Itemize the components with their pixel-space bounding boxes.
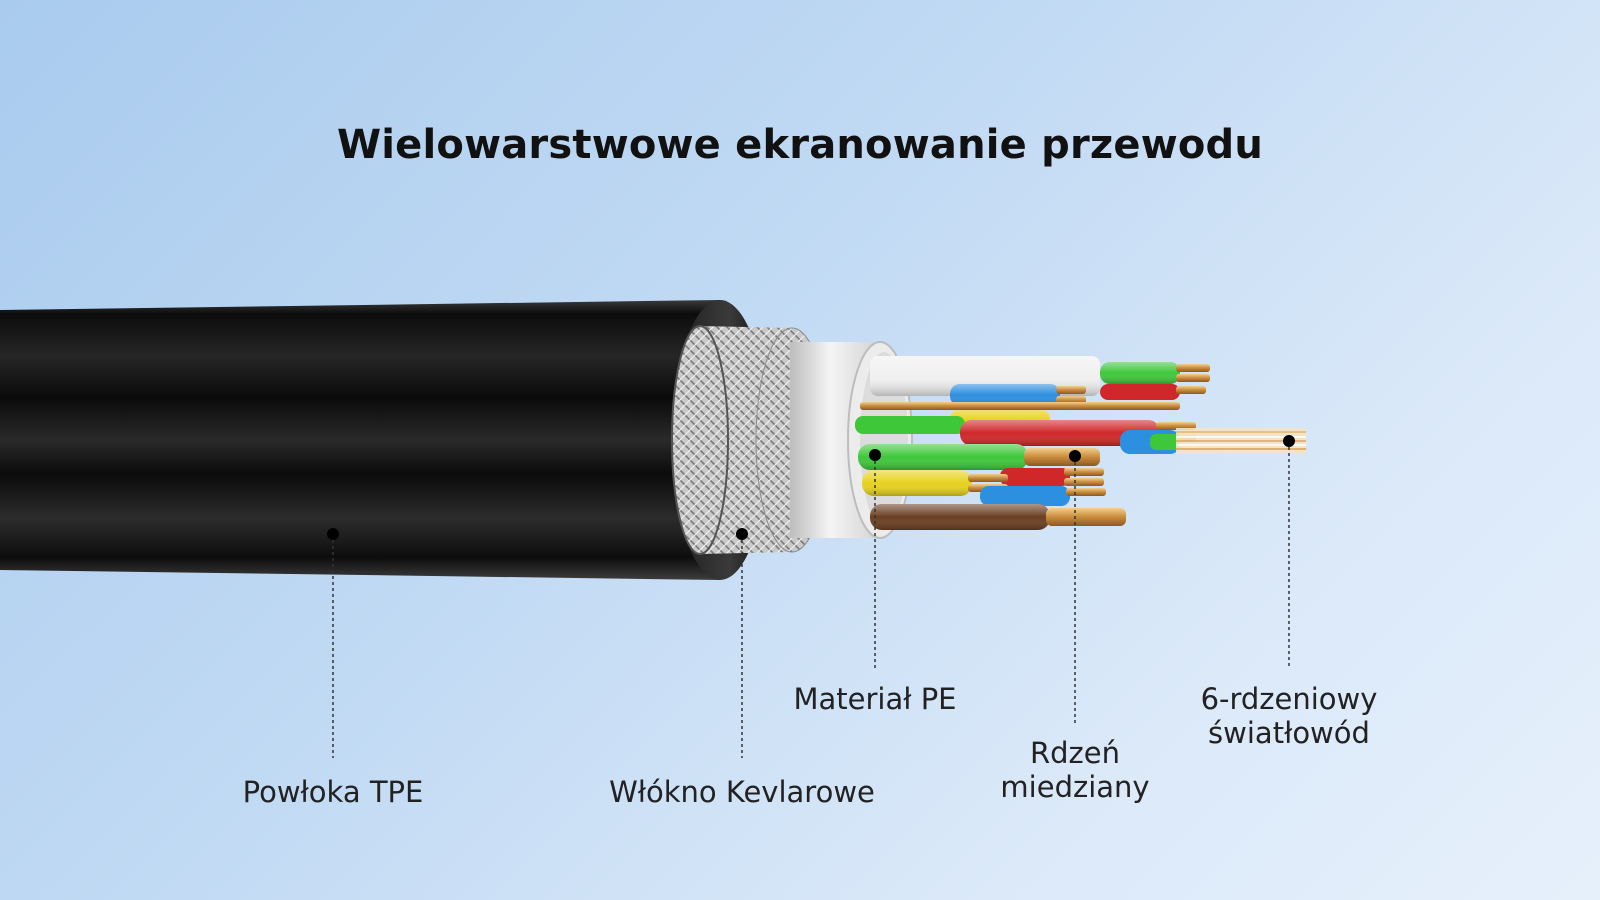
label-pe-material: Materiał PE xyxy=(770,682,980,716)
label-tpe-text: Powłoka TPE xyxy=(242,775,424,809)
leader-fiber xyxy=(1283,435,1295,668)
leader-kevlar xyxy=(736,528,748,758)
label-copper-line1: Rdzeń xyxy=(1029,736,1120,770)
label-fiber-line1: 6-rdzeniowy xyxy=(1200,682,1378,716)
label-fiber-optic: 6-rdzeniowy światłowód xyxy=(1179,682,1399,750)
long-copper-strand xyxy=(860,402,1180,410)
wire-green-top xyxy=(1100,362,1210,384)
wire-green-main xyxy=(858,444,1100,470)
diagram-title: Wielowarstwowe ekranowanie przewodu xyxy=(336,122,1264,168)
leader-tpe xyxy=(327,528,339,758)
wire-blue-fiber-sleeve xyxy=(1120,430,1180,454)
label-kevlar-text: Włókno Kevlarowe xyxy=(609,775,875,809)
label-kevlar-fiber: Włókno Kevlarowe xyxy=(592,775,892,809)
wire-red-top xyxy=(1100,384,1206,400)
label-pe-text: Materiał PE xyxy=(793,682,957,716)
wire-green-mid xyxy=(855,416,965,434)
label-tpe-coating: Powłoka TPE xyxy=(213,775,453,809)
kevlar-braid-inner-edge xyxy=(671,325,729,555)
wire-blue-low xyxy=(980,486,1106,506)
leader-copper xyxy=(1069,450,1081,725)
wire-red-mid xyxy=(960,420,1196,446)
wire-red-low xyxy=(1000,468,1104,486)
label-fiber-line2: światłowód xyxy=(1208,716,1370,750)
label-copper-core: Rdzeń miedziany xyxy=(975,736,1175,804)
wire-brown xyxy=(870,504,1126,530)
wire-yellow-low xyxy=(862,470,1008,496)
label-copper-line2: miedziany xyxy=(1000,770,1150,804)
leader-pe xyxy=(869,449,881,668)
wire-blue-top xyxy=(950,384,1086,406)
tpe-jacket xyxy=(0,300,720,580)
